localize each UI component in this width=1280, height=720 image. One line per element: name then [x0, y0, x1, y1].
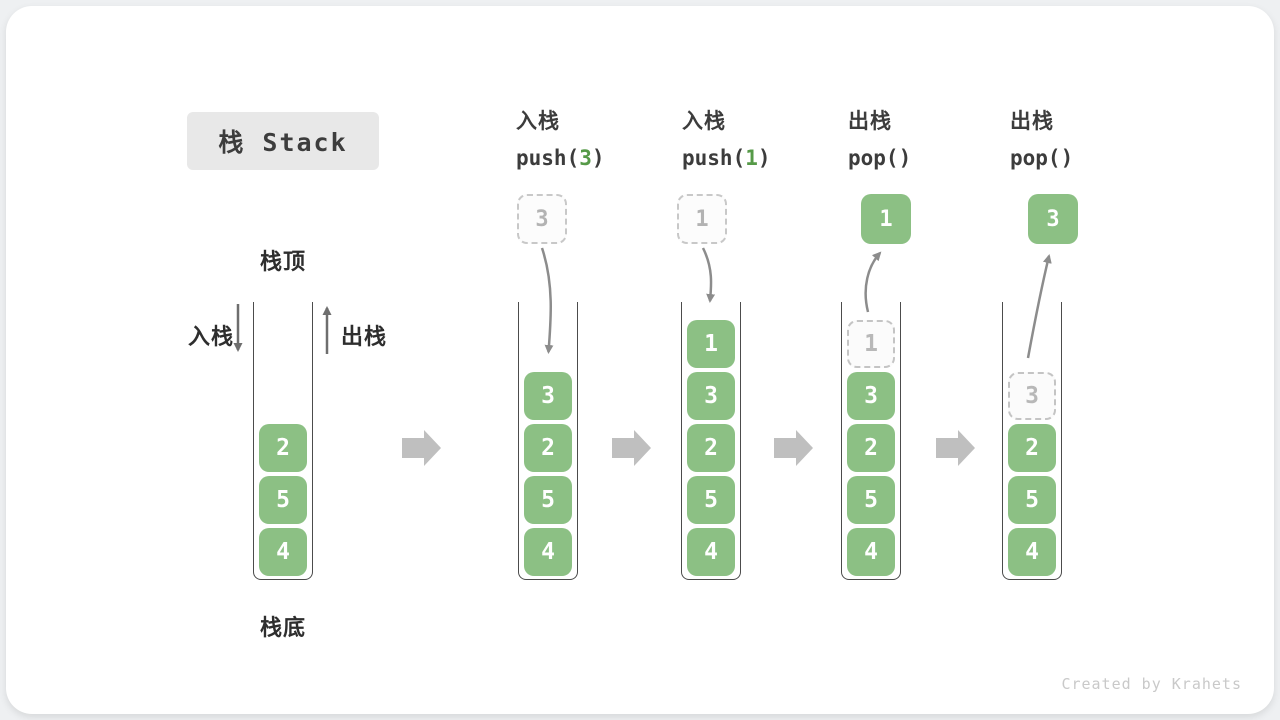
incoming-element-box: 3 [517, 194, 567, 244]
op-code-suffix: ) [1060, 146, 1074, 170]
pop-side-label: 出栈 [341, 325, 388, 350]
op-code: pop() [848, 144, 1008, 172]
diagram-title: 栈 Stack [187, 112, 379, 170]
stack-element: 5 [687, 476, 735, 524]
push-flow-arrow [701, 247, 716, 303]
stack-element: 3 [847, 372, 895, 420]
op-header-push-3: 入栈 push(3) [516, 106, 676, 172]
op-code-prefix: push( [682, 146, 746, 170]
op-code-prefix: pop( [1010, 146, 1061, 170]
stack-element: 3 [687, 372, 735, 420]
op-code: push(1) [682, 144, 842, 172]
stack-element-ghost: 3 [1008, 372, 1056, 420]
op-code-prefix: pop( [848, 146, 899, 170]
credit-text: Created by Krahets [1061, 675, 1242, 693]
op-label: 入栈 [516, 109, 560, 133]
stack-element: 3 [524, 372, 572, 420]
stack-element: 5 [524, 476, 572, 524]
next-step-arrow [612, 430, 651, 466]
stack-bottom-label: 栈底 [259, 616, 306, 641]
op-code-suffix: ) [757, 146, 771, 170]
stack-top-label: 栈顶 [259, 250, 306, 275]
op-code-arg: 1 [745, 146, 758, 170]
stack-element: 1 [687, 320, 735, 368]
stack-element: 4 [847, 528, 895, 576]
next-step-arrow [936, 430, 975, 466]
stack-element: 2 [524, 424, 572, 472]
next-step-arrow [402, 430, 441, 466]
stack-element: 4 [524, 528, 572, 576]
stack-element: 5 [847, 476, 895, 524]
stack-element: 2 [847, 424, 895, 472]
op-code: push(3) [516, 144, 676, 172]
stack-element: 4 [1008, 528, 1056, 576]
op-header-pop-2: 出栈 pop() [1010, 106, 1170, 172]
stack-element: 2 [1008, 424, 1056, 472]
popped-element-box: 3 [1028, 194, 1078, 244]
popped-element-box: 1 [861, 194, 911, 244]
stack-element-ghost: 1 [847, 320, 895, 368]
stack-element: 4 [687, 528, 735, 576]
stack-element: 2 [259, 424, 307, 472]
op-label: 入栈 [682, 109, 726, 133]
incoming-element-box: 1 [677, 194, 727, 244]
op-header-pop-1: 出栈 pop() [848, 106, 1008, 172]
op-code-arg: 3 [579, 146, 592, 170]
op-label: 出栈 [848, 109, 892, 133]
stack-element: 4 [259, 528, 307, 576]
op-header-push-1: 入栈 push(1) [682, 106, 842, 172]
op-code-suffix: ) [591, 146, 605, 170]
op-code-suffix: ) [898, 146, 912, 170]
op-code-prefix: push( [516, 146, 580, 170]
stack-element: 5 [1008, 476, 1056, 524]
stack-element: 5 [259, 476, 307, 524]
push-side-label: 入栈 [188, 325, 235, 350]
diagram-title-text: 栈 Stack [218, 128, 348, 157]
op-label: 出栈 [1010, 109, 1054, 133]
next-step-arrow [774, 430, 813, 466]
stack-element: 2 [687, 424, 735, 472]
op-code: pop() [1010, 144, 1170, 172]
